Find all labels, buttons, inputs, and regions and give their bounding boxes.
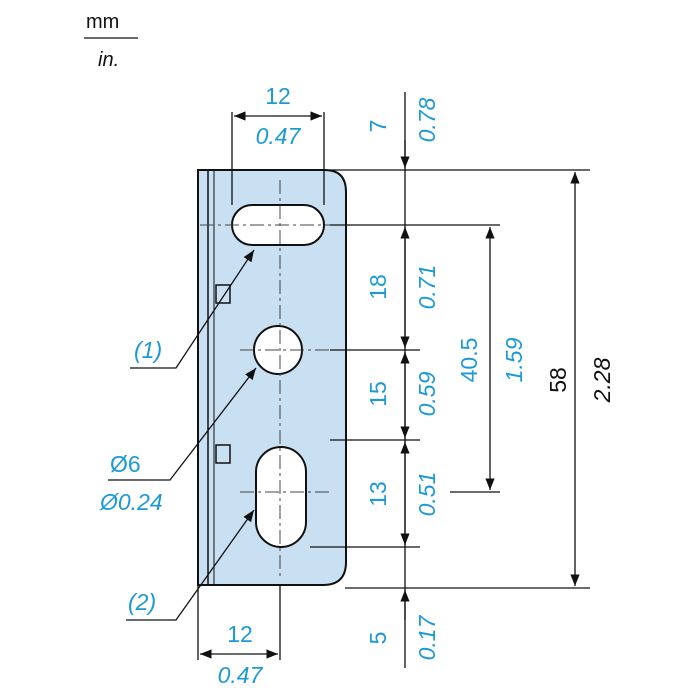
callout-1-label: (1) [134,337,162,363]
lower-slot [255,446,307,548]
bracket-outline [197,169,347,586]
slot-span-dimension: 40.5 1.59 [456,227,527,490]
vertical-chain-dimension: 7 0.78 18 0.71 15 0.59 13 0.51 5 0.17 [310,92,590,668]
spacing-3-mm: 13 [365,481,391,507]
bottom-width-dimension: 12 0.47 [197,585,281,688]
spacing-2-mm: 15 [365,381,391,407]
top-offset-mm: 7 [365,120,391,133]
top-width-mm: 12 [265,83,291,109]
unit-inch: in. [98,49,119,71]
top-width-dimension: 12 0.47 [231,83,325,205]
hole-diameter-callout: Ø6 Ø0.24 [99,367,257,515]
spacing-2-inch: 0.59 [414,371,440,416]
spacing-1-mm: 18 [365,274,391,300]
bottom-offset-inch: 0.17 [414,614,440,660]
callout-2-label: (2) [128,589,156,615]
tab-lower [215,444,231,464]
top-offset-inch: 0.78 [414,97,440,142]
hole-diameter-mm: Ø6 [110,451,141,477]
spacing-3-inch: 0.51 [414,472,440,517]
bottom-width-mm: 12 [227,621,253,647]
slot-span-mm: 40.5 [456,338,482,383]
unit-mm: mm [86,11,119,33]
top-width-inch: 0.47 [256,123,302,149]
tab-upper [215,284,231,304]
bracket-part [197,169,355,586]
slot-span-inch: 1.59 [501,337,527,382]
spacing-1-inch: 0.71 [414,265,440,310]
callout-1: (1) [130,249,255,369]
total-height-inch: 2.28 [589,357,615,403]
hole-diameter-inch: Ø0.24 [99,489,163,515]
bottom-width-inch: 0.47 [218,662,264,688]
units-legend: mm in. [84,11,138,71]
bottom-offset-mm: 5 [365,632,391,645]
total-height-dimension: 58 2.28 [545,172,615,586]
callout-2: (2) [126,509,255,621]
total-height-mm: 58 [545,367,571,393]
